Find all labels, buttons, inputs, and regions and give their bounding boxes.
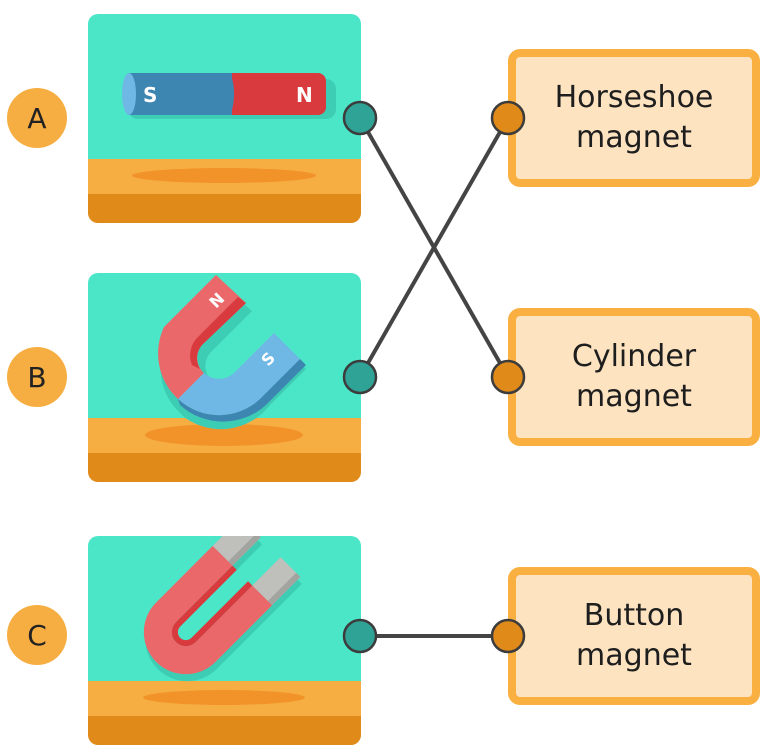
floor-shadow bbox=[132, 168, 316, 183]
option-box-button-magnet[interactable]: Button magnet bbox=[508, 567, 760, 705]
magnet-south-arm bbox=[178, 333, 300, 416]
option-label: Cylinder magnet bbox=[571, 339, 697, 414]
magnet-divider bbox=[222, 73, 234, 115]
magnet-north-half bbox=[218, 73, 326, 115]
pole-label-s: S bbox=[143, 83, 157, 107]
left-connector-dot-b[interactable] bbox=[342, 359, 378, 395]
letter-badge-a: A bbox=[7, 88, 67, 148]
magnet-tip-right-edge bbox=[267, 572, 301, 606]
panel-base bbox=[88, 453, 361, 482]
magnet-body bbox=[143, 545, 273, 675]
horseshoe-magnet-icon: N S bbox=[158, 275, 306, 430]
option-box-cylinder-magnet[interactable]: Cylinder magnet bbox=[508, 308, 760, 446]
magnet-north-inner bbox=[190, 297, 246, 369]
letter-a: A bbox=[27, 101, 47, 135]
magnet-south-edge bbox=[178, 359, 306, 422]
right-connector-dot-1[interactable] bbox=[490, 100, 526, 136]
letter-c: C bbox=[27, 618, 47, 652]
option-label: Button magnet bbox=[576, 598, 692, 673]
cylinder-magnet-icon: S N bbox=[122, 73, 336, 119]
floor-shadow bbox=[143, 690, 305, 705]
u-magnet-icon bbox=[143, 536, 302, 682]
option-label: Horseshoe magnet bbox=[554, 80, 714, 155]
option-box-horseshoe-magnet[interactable]: Horseshoe magnet bbox=[508, 49, 760, 187]
letter-b: B bbox=[27, 360, 47, 394]
letter-badge-b: B bbox=[7, 347, 67, 407]
letter-badge-c: C bbox=[7, 605, 67, 665]
magnet-south-half bbox=[128, 73, 232, 115]
panel-base bbox=[88, 194, 361, 223]
panel-base bbox=[88, 716, 361, 745]
right-connector-dot-3[interactable] bbox=[490, 618, 526, 654]
right-connector-dot-2[interactable] bbox=[490, 359, 526, 395]
picture-panel-a: S N bbox=[88, 14, 361, 223]
connection-line-b[interactable] bbox=[358, 117, 510, 378]
pole-label-n: N bbox=[296, 83, 313, 107]
left-connector-dot-a[interactable] bbox=[342, 100, 378, 136]
floor-shadow bbox=[145, 424, 303, 446]
magnet-end-cap bbox=[122, 73, 136, 115]
magnet-tip-left bbox=[212, 536, 261, 566]
magnet-tip-right bbox=[252, 557, 301, 606]
left-connector-dot-c[interactable] bbox=[342, 618, 378, 654]
magnet-inner-edge bbox=[171, 565, 253, 647]
picture-panel-c bbox=[88, 536, 361, 745]
magnet-tip-left-edge bbox=[228, 536, 261, 566]
picture-panel-b: N S bbox=[88, 273, 361, 482]
